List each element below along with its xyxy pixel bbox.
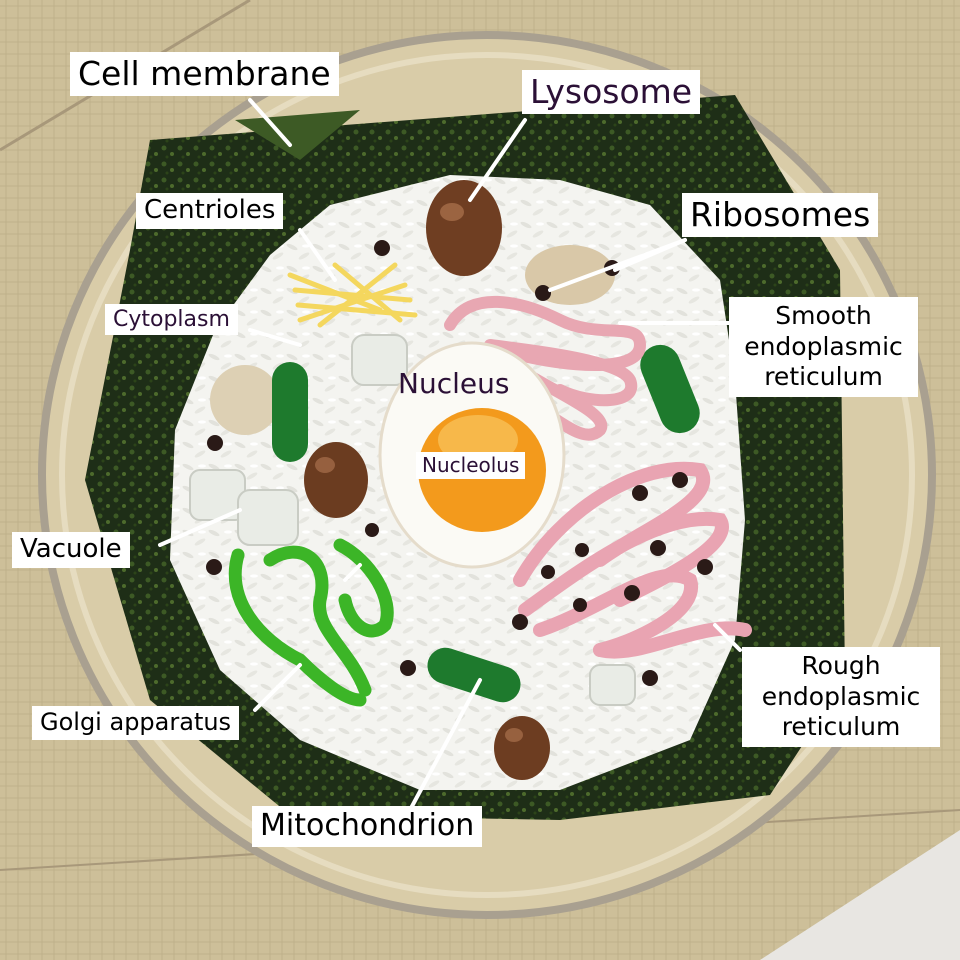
label-smooth-er: Smooth endoplasmic reticulum: [729, 297, 918, 397]
vacuole-jelly: [189, 334, 636, 706]
label-ribosomes: Ribosomes: [682, 193, 879, 237]
centrioles-pasta: [287, 262, 418, 328]
label-cell-membrane: Cell membrane: [70, 52, 339, 96]
label-cytoplasm: Cytoplasm: [105, 304, 238, 336]
label-centrioles: Centrioles: [136, 193, 284, 229]
label-nucleolus: Nucleolus: [416, 452, 526, 479]
label-vacuole: Vacuole: [12, 532, 130, 568]
golgi-pepper: [228, 538, 394, 707]
label-golgi: Golgi apparatus: [32, 706, 240, 740]
mitochondria-capsules: [272, 344, 700, 703]
pointer-lines: [158, 98, 742, 812]
label-rough-er: Rough endoplasmic reticulum: [742, 647, 940, 747]
label-lysosome: Lysosome: [522, 70, 701, 114]
lysosome-eggs: [304, 180, 550, 780]
label-mitochondrion: Mitochondrion: [252, 806, 483, 847]
label-nucleus: Nucleus: [398, 367, 510, 400]
rough-er-ham: [513, 461, 752, 659]
ribosomes-peppercorns: [206, 240, 713, 686]
